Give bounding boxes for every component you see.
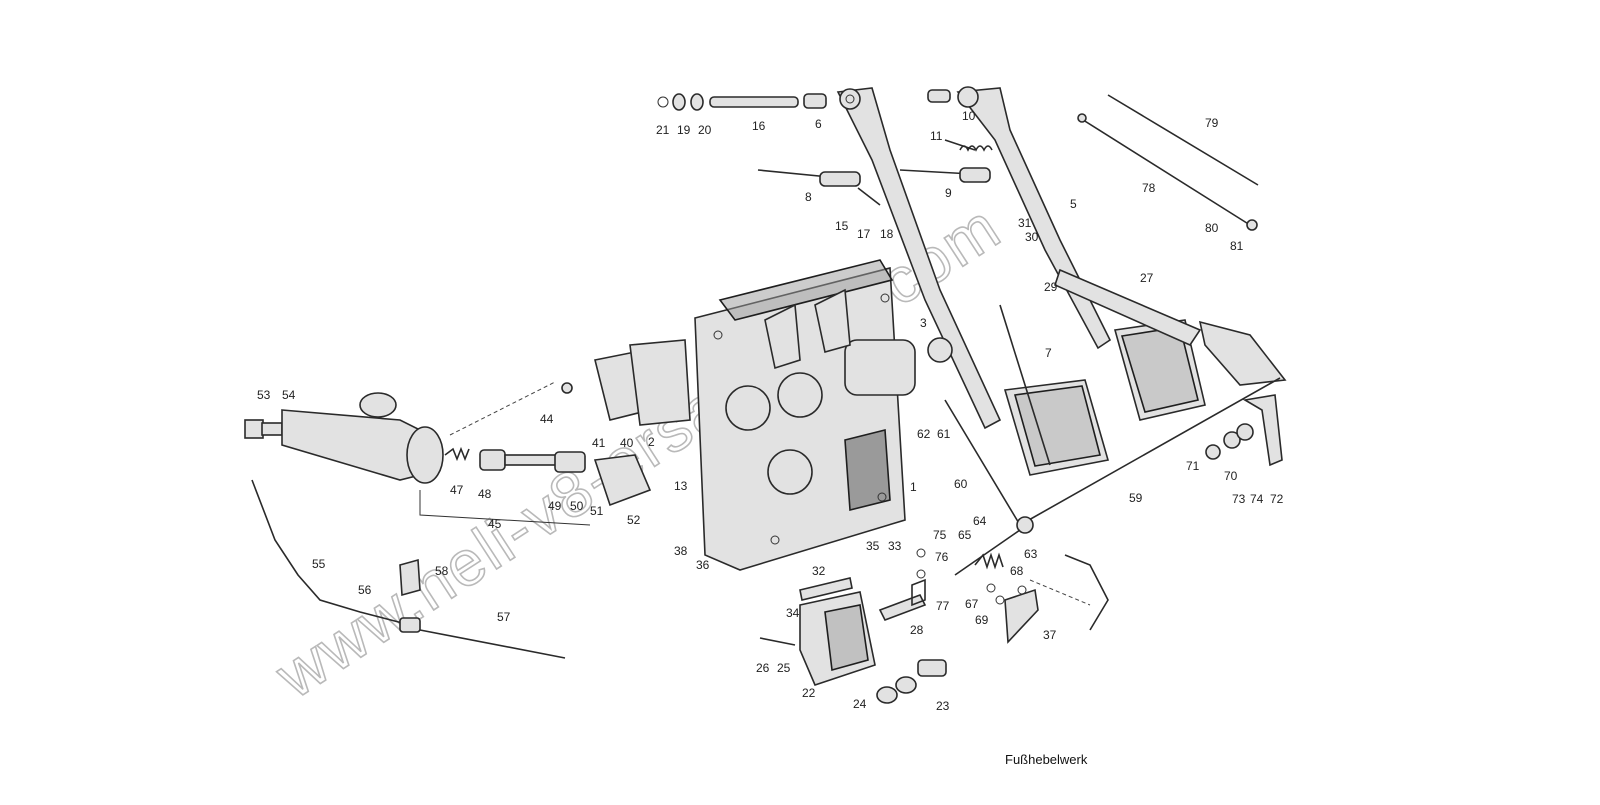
part-label-24: 24 — [853, 697, 867, 711]
master-cylinder — [244, 381, 652, 526]
part-label-63: 63 — [1024, 547, 1038, 561]
part-label-41: 41 — [592, 436, 606, 450]
part-label-27: 27 — [1140, 271, 1154, 285]
part-label-56: 56 — [358, 583, 372, 597]
part-label-29: 29 — [1044, 280, 1058, 294]
part-label-81: 81 — [1230, 239, 1244, 253]
lower-bracket — [759, 548, 947, 704]
part-label-21: 21 — [656, 123, 670, 137]
part-label-62: 62 — [917, 427, 931, 441]
part-label-8: 8 — [805, 190, 812, 204]
part-label-77: 77 — [936, 599, 950, 613]
part-label-22: 22 — [802, 686, 816, 700]
part-label-60: 60 — [954, 477, 968, 491]
part-label-5: 5 — [1070, 197, 1077, 211]
right-rods — [1077, 94, 1259, 231]
part-label-20: 20 — [698, 123, 712, 137]
part-label-1: 1 — [910, 480, 917, 494]
part-label-53: 53 — [257, 388, 271, 402]
part-label-13: 13 — [674, 479, 688, 493]
part-label-15: 15 — [835, 219, 849, 233]
part-label-52: 52 — [627, 513, 641, 527]
part-label-70: 70 — [1224, 469, 1238, 483]
part-label-74: 74 — [1250, 492, 1264, 506]
part-label-37: 37 — [1043, 628, 1057, 642]
part-label-9: 9 — [945, 186, 952, 200]
part-label-69: 69 — [975, 613, 989, 627]
part-label-68: 68 — [1010, 564, 1024, 578]
brake-line — [251, 479, 566, 659]
part-label-44: 44 — [540, 412, 554, 426]
part-label-33: 33 — [888, 539, 902, 553]
part-label-49: 49 — [548, 499, 562, 513]
part-label-58: 58 — [435, 564, 449, 578]
part-label-30: 30 — [1025, 230, 1039, 244]
part-label-7: 7 — [1045, 346, 1052, 360]
part-label-79: 79 — [1205, 116, 1219, 130]
part-label-34: 34 — [786, 606, 800, 620]
part-label-11: 11 — [930, 129, 943, 143]
part-label-47: 47 — [450, 483, 464, 497]
part-label-72: 72 — [1270, 492, 1284, 506]
part-label-26: 26 — [756, 661, 770, 675]
part-label-48: 48 — [478, 487, 492, 501]
brake-pedal-lever — [836, 87, 1110, 476]
part-label-57: 57 — [497, 610, 511, 624]
part-label-23: 23 — [936, 699, 950, 713]
part-label-55: 55 — [312, 557, 326, 571]
part-label-10: 10 — [962, 109, 976, 123]
mounting-plate — [694, 259, 953, 571]
part-label-35: 35 — [866, 539, 880, 553]
right-linkage — [944, 377, 1283, 644]
part-label-38: 38 — [674, 544, 688, 558]
part-label-3: 3 — [920, 316, 927, 330]
part-label-28: 28 — [910, 623, 924, 637]
part-label-75: 75 — [933, 528, 947, 542]
part-label-67: 67 — [965, 597, 979, 611]
part-label-76: 76 — [935, 550, 949, 564]
part-label-16: 16 — [752, 119, 766, 133]
part-label-64: 64 — [973, 514, 987, 528]
part-label-80: 80 — [1205, 221, 1219, 235]
part-label-2: 2 — [648, 435, 655, 449]
part-label-25: 25 — [777, 661, 791, 675]
top-rod-group — [657, 93, 827, 111]
part-label-54: 54 — [282, 388, 296, 402]
part-label-61: 61 — [937, 427, 951, 441]
part-label-50: 50 — [570, 499, 584, 513]
part-label-73: 73 — [1232, 492, 1246, 506]
part-label-32: 32 — [812, 564, 826, 578]
part-label-45: 45 — [488, 517, 502, 531]
diagram-caption: Fußhebelwerk — [1005, 752, 1088, 767]
part-label-6: 6 — [815, 117, 822, 131]
part-label-65: 65 — [958, 528, 972, 542]
cylinder-flanges — [561, 339, 691, 426]
part-label-31: 31 — [1018, 216, 1032, 230]
part-label-51: 51 — [590, 504, 604, 518]
part-label-19: 19 — [677, 123, 691, 137]
accelerator-pedal — [1054, 268, 1287, 386]
part-label-71: 71 — [1186, 459, 1200, 473]
part-label-78: 78 — [1142, 181, 1156, 195]
part-label-59: 59 — [1129, 491, 1143, 505]
part-label-18: 18 — [880, 227, 894, 241]
part-label-40: 40 — [620, 436, 634, 450]
part-label-36: 36 — [696, 558, 710, 572]
linkage-rods — [757, 167, 991, 206]
part-label-17: 17 — [857, 227, 871, 241]
